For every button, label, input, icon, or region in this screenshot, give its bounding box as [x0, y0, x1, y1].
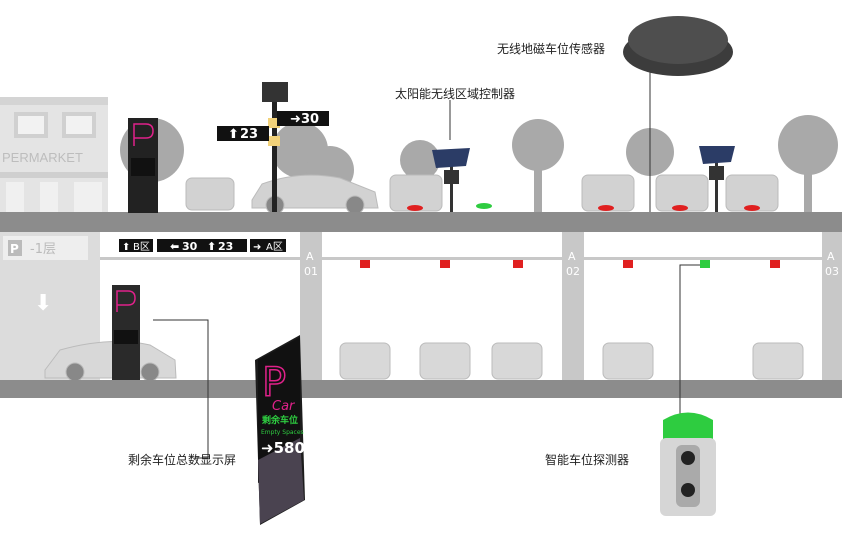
arrow-right-icon: ➜ [261, 439, 274, 457]
pillar-num: 01 [304, 265, 318, 278]
sign-mid-left-count: 30 [182, 240, 198, 253]
panel-car-text: Car [272, 399, 295, 414]
sign-mid-right-count: 23 [218, 240, 233, 253]
floor-sign-level: -1层 [30, 242, 56, 257]
ground-slab [0, 212, 842, 232]
arrow-right-icon: ➜ [290, 112, 301, 127]
arrow-left-icon: ⬅ [170, 240, 179, 253]
magnetic-sensor-device [623, 16, 733, 76]
underground-floor-slab [0, 380, 842, 398]
sign-b-zone: B区 [133, 241, 150, 253]
cable-tray [100, 257, 842, 260]
outdoor-display [128, 118, 158, 213]
label-smart-detector: 智能车位探测器 [545, 453, 630, 467]
solar-controller [432, 146, 735, 212]
ceiling-detectors [360, 260, 780, 268]
arrow-up-icon: ⬆ [122, 242, 130, 253]
panel-p-letter: P [262, 360, 286, 406]
pillar-zone: A [306, 250, 314, 263]
pillar-num: 03 [825, 265, 839, 278]
callout-lines [153, 70, 700, 459]
sign-a-zone: A区 [266, 241, 283, 253]
label-magnetic-sensor: 无线地磁车位传感器 [497, 42, 606, 56]
pillar-num: 02 [566, 265, 580, 278]
arrow-up-icon: ⬆ [228, 127, 239, 142]
arrow-down-icon: ⬇ [34, 291, 52, 316]
panel-count: ➜580 [261, 441, 305, 456]
underground-display [112, 285, 140, 380]
pole-sign-left-count: 23 [240, 127, 258, 142]
pillar-zone: A [827, 250, 835, 263]
magnetic-sensors [407, 203, 760, 211]
arrow-up-icon: ⬆ [207, 240, 216, 253]
smart-detector-device [660, 412, 716, 516]
pole-sign-right-count: 30 [301, 112, 319, 127]
supermarket-building: PERMARKET [0, 97, 108, 212]
underground-cars [44, 340, 804, 382]
panel-cn-text: 剩余车位 [262, 416, 299, 426]
underground-signs: ⬆ B区 ⬅ 30 ⬆ 23 ➜ A区 [119, 239, 286, 253]
main-display-panel: P [255, 335, 305, 525]
pillars [300, 232, 842, 382]
label-total-display: 剩余车位总数显示屏 [128, 453, 237, 467]
arrow-right-icon: ➜ [253, 242, 261, 253]
panel-count-value: 580 [273, 439, 305, 457]
supermarket-text: PERMARKET [2, 150, 83, 165]
guide-sign-pole: ➜ 30 ⬆ 23 [217, 82, 329, 212]
panel-en-text: Empty Spaces [261, 429, 304, 436]
ground-cars [185, 174, 779, 215]
label-solar-controller: 太阳能无线区域控制器 [395, 87, 516, 101]
floor-sign-p: P [10, 242, 19, 256]
pillar-zone: A [568, 250, 576, 263]
